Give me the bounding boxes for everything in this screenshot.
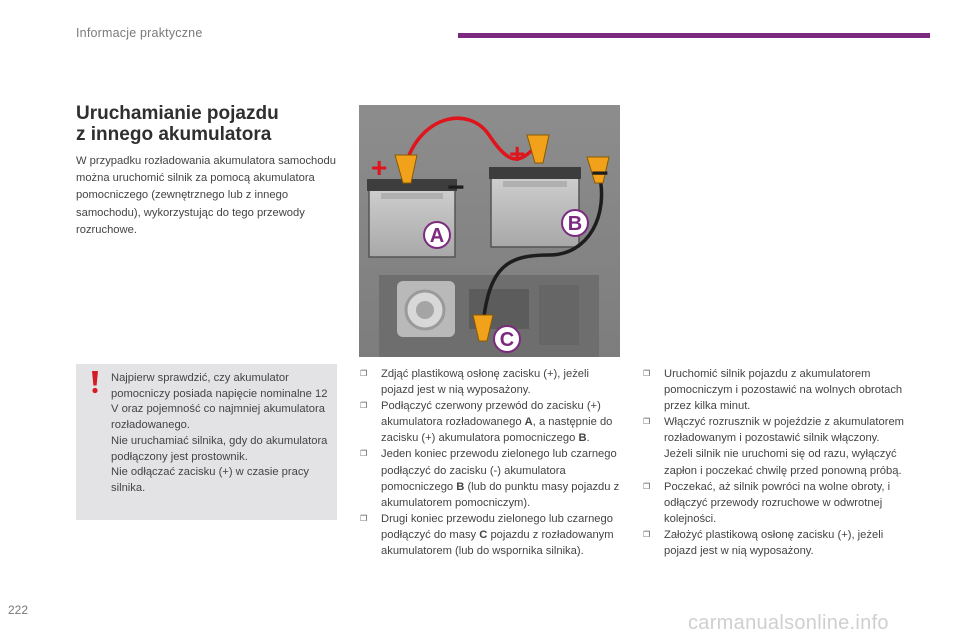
checkbox-bullet-icon: ❒ — [360, 369, 368, 378]
list-item: ❒ Poczekać, aż silnik powróci na wolne o… — [642, 479, 912, 527]
exclamation-icon — [92, 371, 98, 394]
minus-symbol-b: − — [591, 157, 609, 190]
step-text: Jeden koniec przewodu zielonego lub czar… — [381, 448, 617, 493]
list-item: ❒ Założyć plastikową osłonę zacisku (+),… — [642, 527, 912, 559]
list-item: ❒ Podłączyć czerwony przewód do zacisku … — [359, 398, 621, 446]
list-item: ❒ Włączyć rozrusznik w pojeździe z akumu… — [642, 414, 912, 478]
list-item: ❒ Jeden koniec przewodu zielonego lub cz… — [359, 446, 621, 510]
section-title-line-2: z innego akumulatora — [76, 124, 272, 145]
checkbox-bullet-icon: ❒ — [643, 529, 651, 539]
step-text: Podłączyć czerwony przewód do zacisku (+… — [381, 400, 601, 429]
step-text-cont: pojazdu z rozładowanym akumulatorem (lub… — [381, 528, 614, 558]
label-a: A — [430, 225, 444, 247]
section-title: Uruchamianie pojazdu z innego akumulator… — [76, 103, 336, 145]
header-accent-bar — [458, 33, 930, 38]
label-b: B — [568, 213, 582, 235]
checkbox-bullet-icon: ❒ — [360, 449, 368, 459]
header-title: Informacje praktyczne — [76, 26, 203, 40]
step-text-cont: (lub do punktu masy pojazdu z akumulator… — [381, 480, 620, 509]
step-text: Zdjąć plastikową osłonę zacisku (+), jeż… — [381, 368, 589, 397]
warning-text: Najpierw sprawdzić, czy akumulator pomoc… — [111, 372, 328, 494]
steps-list-middle: ❒ Zdjąć plastikową osłonę zacisku (+), j… — [359, 366, 621, 559]
intro-paragraph: W przypadku rozładowania akumulatora sam… — [76, 155, 336, 236]
plus-symbol-b: + — [509, 138, 525, 169]
jump-start-illustration: + + − − A B C — [359, 105, 620, 357]
jump-start-diagram: + + − − A B C — [359, 105, 620, 357]
checkbox-bullet-icon: ❒ — [643, 481, 651, 491]
section-title-line-1: Uruchamianie pojazdu — [76, 103, 279, 124]
step-text: Uruchomić silnik pojazdu z akumulatorem … — [664, 368, 903, 413]
list-item: ❒ Zdjąć plastikową osłonę zacisku (+), j… — [359, 366, 621, 398]
watermark: carmanualsonline.info — [688, 612, 889, 634]
step-text: Włączyć rozrusznik w pojeździe z akumula… — [664, 416, 904, 477]
step-label: C — [479, 528, 488, 541]
label-c: C — [500, 329, 514, 351]
page-number: 222 — [8, 603, 29, 617]
step-text: Drugi koniec przewodu zielonego lub czar… — [381, 512, 613, 541]
step-text: Założyć plastikową osłonę zacisku (+), j… — [664, 528, 884, 558]
checkbox-bullet-icon: ❒ — [360, 513, 368, 523]
step-label: A — [524, 416, 533, 429]
warning-box: Najpierw sprawdzić, czy akumulator pomoc… — [76, 364, 337, 520]
checkbox-bullet-icon: ❒ — [643, 417, 651, 427]
list-item: ❒ Drugi koniec przewodu zielonego lub cz… — [359, 511, 621, 559]
checkbox-bullet-icon: ❒ — [643, 369, 651, 378]
step-text-cont: , a następnie do zacisku (+) akumulatora… — [381, 416, 613, 445]
plus-symbol-a: + — [371, 152, 387, 183]
step-label: B — [578, 432, 587, 445]
checkbox-bullet-icon: ❒ — [360, 401, 368, 411]
list-item: ❒ Uruchomić silnik pojazdu z akumulatore… — [642, 366, 912, 414]
step-text: Poczekać, aż silnik powróci na wolne obr… — [664, 480, 891, 525]
step-text-end: . — [586, 432, 590, 445]
step-label: B — [456, 480, 465, 493]
minus-symbol-a: − — [447, 171, 465, 204]
steps-list-right: ❒ Uruchomić silnik pojazdu z akumulatore… — [642, 366, 912, 559]
